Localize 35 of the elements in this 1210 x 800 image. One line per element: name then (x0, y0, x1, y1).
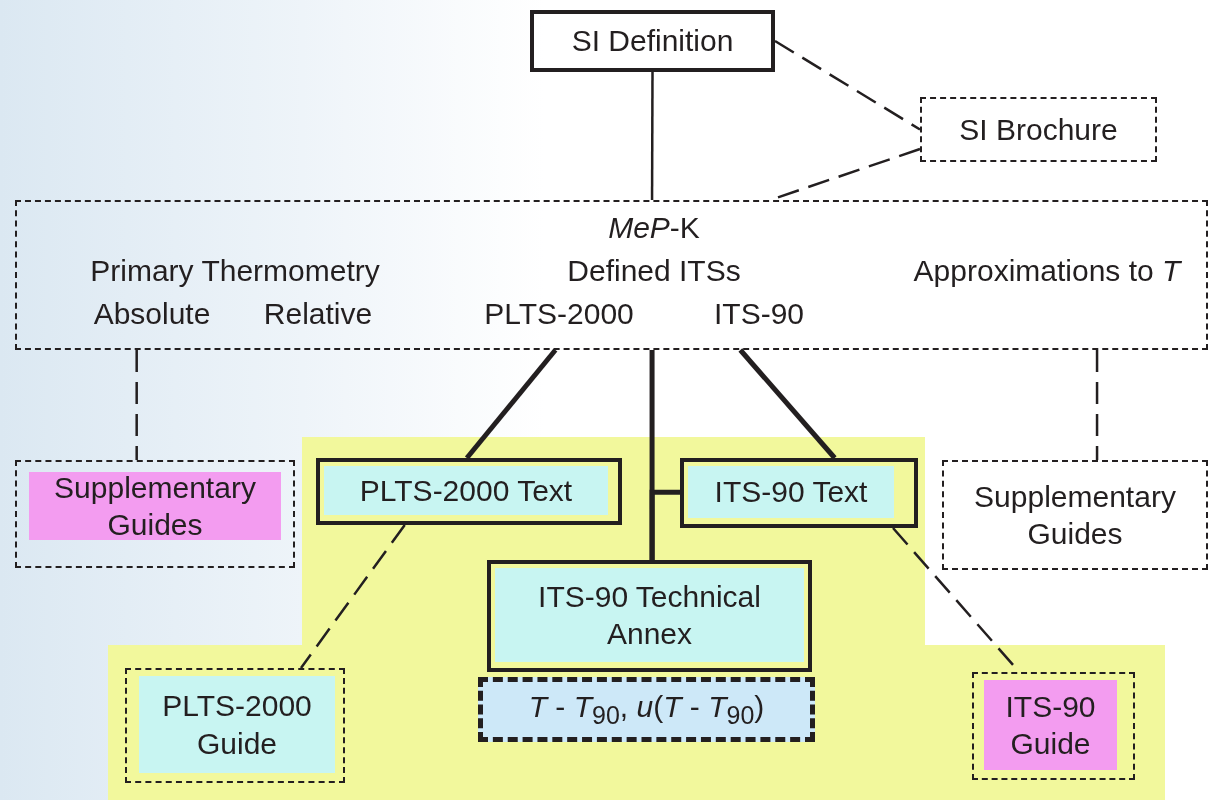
node-label: Supplementary Guides (53, 469, 257, 543)
connector-line (135, 350, 138, 460)
band-label: MeP-K (608, 210, 700, 246)
node-label: PLTS-2000 Guide (161, 688, 313, 762)
connector-line (300, 524, 406, 669)
band-label: Primary Thermometry (90, 253, 380, 289)
band-label: Absolute (93, 296, 211, 332)
node-label: ITS-90 Technical Annex (537, 578, 762, 652)
node-label: T - T$_{90}$, u(T - T$_{90}$) (528, 688, 765, 731)
guide-box (972, 672, 1135, 780)
guide-box (15, 460, 295, 568)
annex-box (487, 560, 812, 672)
scale-band (15, 200, 1208, 350)
node-label: ITS-90 Guide (1004, 688, 1097, 762)
band-label: Defined ITSs (567, 253, 741, 289)
connector-line (774, 39, 921, 131)
band-label: PLTS-2000 (484, 296, 634, 332)
node-label: SI Brochure (959, 111, 1118, 148)
node-label: PLTS-2000 Text (359, 472, 573, 509)
definition-box (530, 10, 775, 72)
node-label: Supplementary Guides (973, 478, 1177, 552)
text-box (680, 458, 918, 528)
formula-box (478, 677, 815, 742)
band-label: Approximations to T (913, 253, 1181, 289)
node-label: SI Definition (571, 23, 734, 60)
connector-line (650, 72, 654, 200)
band-label: Relative (263, 296, 373, 332)
node-label: ITS-90 Text (714, 474, 868, 511)
guide-box (942, 460, 1208, 570)
connector-line (1095, 350, 1099, 460)
connector-line (649, 489, 680, 560)
text-box (316, 458, 622, 525)
band-label: ITS-90 (714, 296, 804, 332)
guide-box (125, 668, 345, 783)
document-box (920, 97, 1157, 162)
